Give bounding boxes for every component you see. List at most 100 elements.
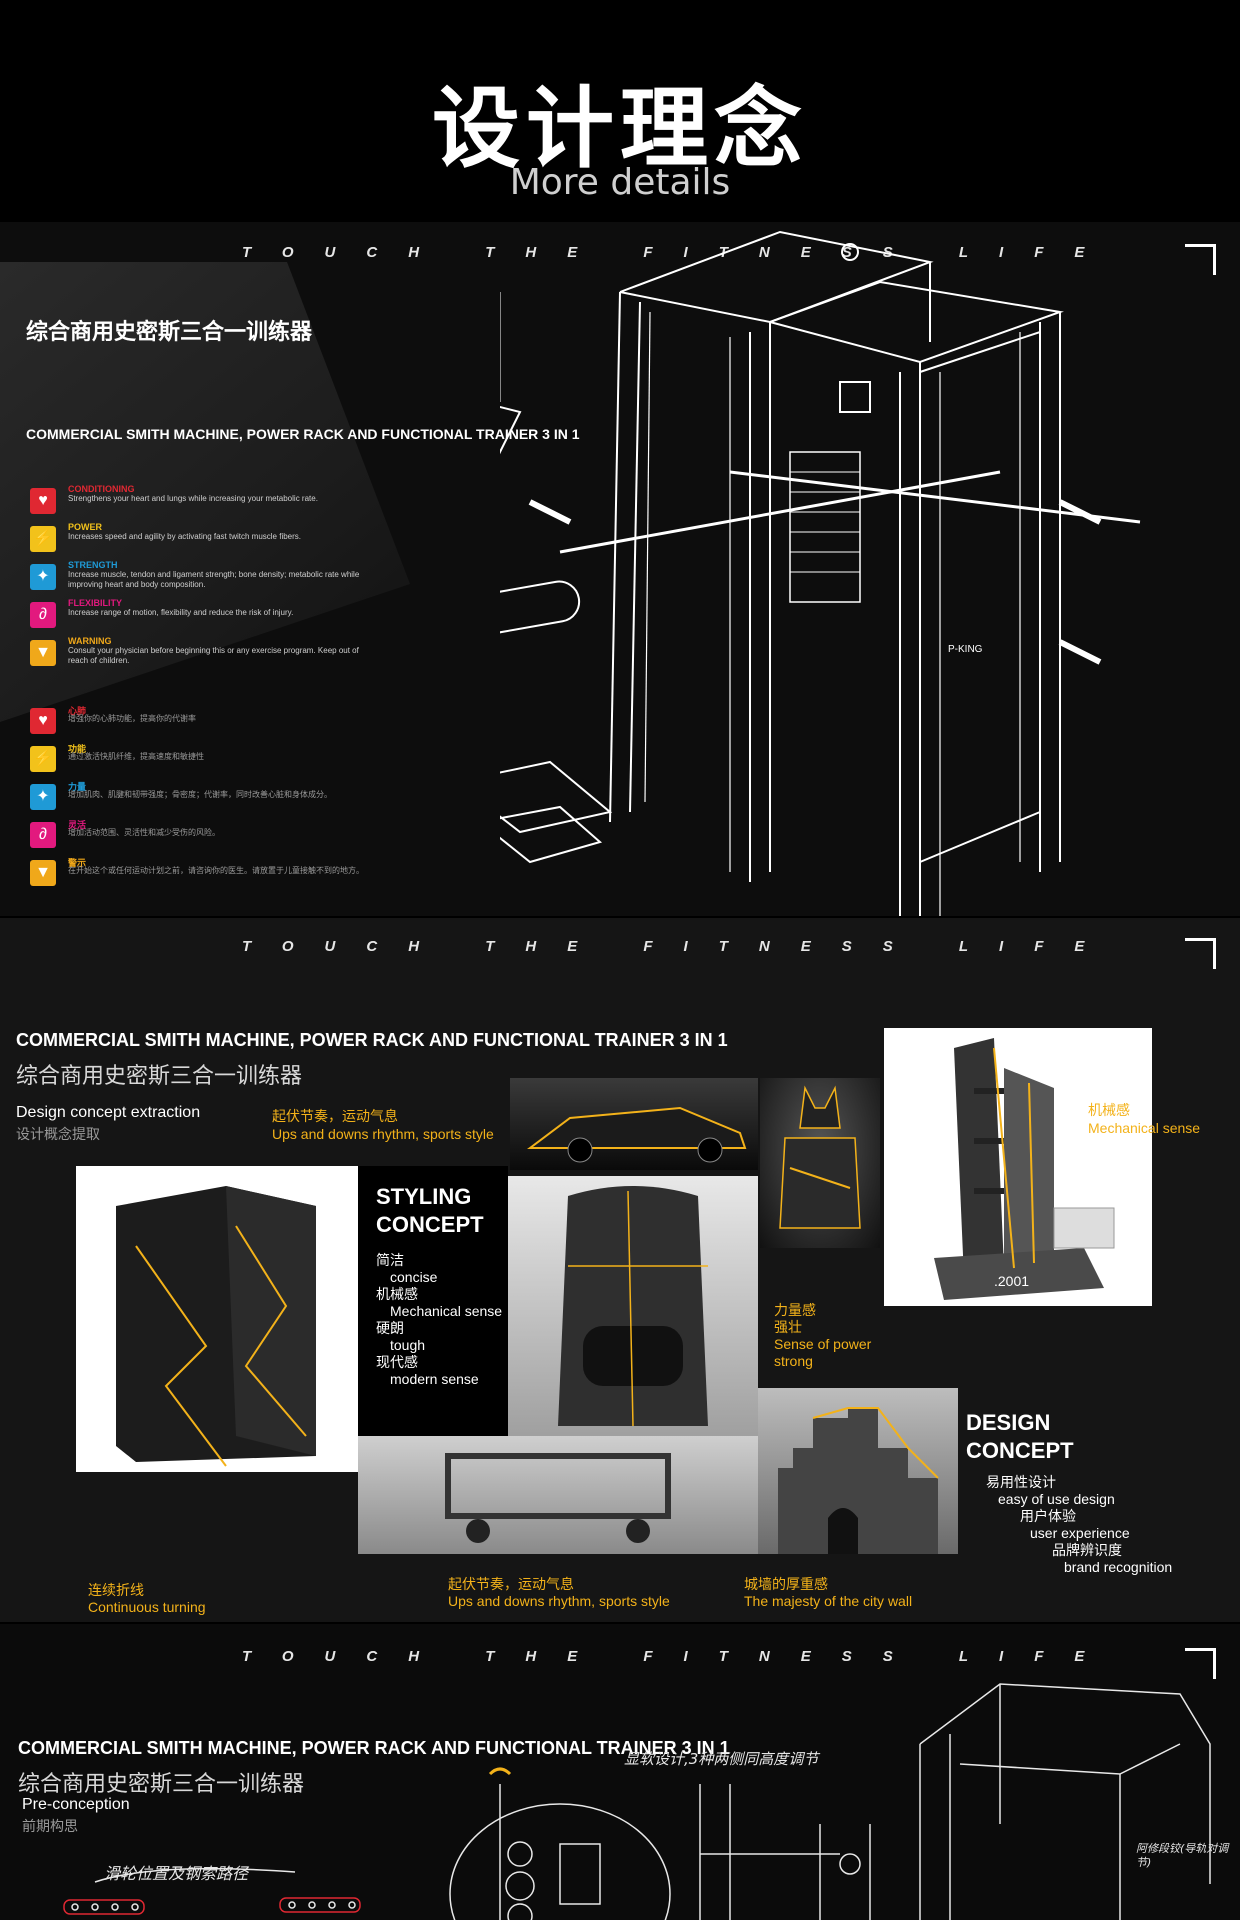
rack-base-image [358,1436,758,1554]
feature-row: ⚡ 功能通过激活快肌纤维，提高速度和敏捷性 [30,742,370,776]
smith-machine-line-drawing: P-KING [500,230,1141,916]
design-item: 用户体验 [1020,1508,1076,1524]
feature-row: ♥ 心肺增强你的心肺功能，提高你的代谢率 [30,704,370,738]
corner-mark [1185,938,1216,969]
section-title-en: Pre-conception [22,1796,130,1813]
sketch-note-top: 显软设计,3种两侧同高度调节 [624,1750,819,1768]
product-title-en: COMMERCIAL SMITH MACHINE, POWER RACK AND… [18,1738,730,1758]
product-title-en: COMMERCIAL SMITH MACHINE, POWER RACK AND… [26,426,580,442]
styling-item: concise [390,1269,438,1285]
sketch-note-right: 阿修段铰(导轨对调节) [1136,1842,1229,1869]
caption-rhythm-en: Ups and downs rhythm, sports style [448,1593,670,1609]
feature-description: Increases speed and agility by activatin… [68,532,301,541]
mechanical-en: Mechanical sense [1088,1120,1201,1136]
smith-machine-photo: .2001 [884,1028,1152,1306]
feature-description: Increase muscle, tendon and ligament str… [68,570,360,589]
strength-icon: ✦ [30,564,56,590]
styling-item: Mechanical sense [390,1303,503,1319]
power-en-2: strong [774,1353,813,1369]
styling-item: 现代感 [376,1354,418,1370]
styling-item: modern sense [390,1371,479,1387]
product-overview-panel: TOUCH THE FITNESS LIFE 综合商用史密斯三合一训练器 COM… [0,222,1240,916]
styling-heading-1: STYLING [376,1184,472,1209]
heart-icon: ♥ [30,488,56,514]
caption-top-en: Ups and downs rhythm, sports style [272,1126,494,1142]
sports-car-sketch [527,1106,747,1163]
product-title-cn: 综合商用史密斯三合一训练器 [26,320,313,345]
feature-name: FLEXIBILITY [68,598,122,608]
warning-icon: ▼ [30,860,56,886]
castle-wall-image [758,1388,958,1554]
sports-car-image [510,1078,758,1170]
feature-description: Increase range of motion, flexibility an… [68,608,294,617]
feature-row: ∂ 灵活增加活动范围、灵活性和减少受伤的风险。 [30,818,370,852]
styling-item: tough [390,1337,426,1353]
feature-name: STRENGTH [68,560,118,570]
design-item: easy of use design [998,1491,1115,1507]
feature-description: 增加活动范围、灵活性和减少受伤的风险。 [68,828,220,837]
brand-plate: P-KING [948,644,983,655]
feature-description: Consult your physician before beginning … [68,646,359,665]
corner-mark [1185,244,1216,275]
feature-description: 通过激活快肌纤维，提高速度和敏捷性 [68,752,204,761]
machine-photo-sketch: .2001 [934,1038,1115,1300]
tagline: TOUCH THE FITNESS LIFE [242,244,1116,261]
page-header: 设计理念 More details [0,0,1240,222]
mechanical-cn: 机械感 [1088,1102,1130,1118]
page-title: 设计理念 [431,77,808,180]
design-item: user experience [1030,1525,1130,1541]
caption-top-cn: 起伏节奏，运动气息 [272,1108,398,1124]
lightning-icon: ⚡ [30,746,56,772]
flexibility-icon: ∂ [30,602,56,628]
pc-case-sketch [116,1186,316,1467]
styling-item: 硬朗 [376,1320,404,1336]
design-item: brand recognition [1064,1559,1173,1575]
caption-turning-en: Continuous turning [88,1599,206,1615]
styling-concept-box: STYLING CONCEPT 简洁 concise 机械感 Mechanica… [358,1166,508,1436]
feature-row: ✦力量增加肌肉、肌腱和韧带强度；骨密度；代谢率，同时改善心脏和身体成分。 [30,780,370,814]
section-title-cn: 设计概念提取 [16,1127,100,1143]
flexibility-icon: ∂ [30,822,56,848]
feature-name: POWER [68,522,103,532]
feature-description: 增强你的心肺功能，提高你的代谢率 [68,714,196,723]
hand-sketch-drawing [63,1683,1211,1920]
design-item: 品牌辨识度 [1052,1542,1122,1558]
caption-turning-cn: 连续折线 [88,1582,144,1598]
feature-name: 力量 [68,782,87,792]
pre-conception-panel: TOUCH THE FITNESS LIFE COMMERCIAL SMITH … [0,1624,1240,1920]
warning-icon: ▼ [30,640,56,666]
feature-name: 功能 [68,744,87,754]
product-render-sketch [558,1186,708,1427]
feature-name: CONDITIONING [68,484,135,494]
power-cn-2: 强壮 [774,1319,802,1335]
feature-name: WARNING [68,636,112,646]
pc-case-image [76,1166,358,1472]
strength-icon: ✦ [30,784,56,810]
feature-description: Strengthens your heart and lungs while i… [68,494,318,503]
corner-mark [1185,1648,1216,1679]
feature-description: 在开始这个或任何运动计划之前，请咨询你的医生。请放置于儿童接触不到的地方。 [68,866,364,875]
power-en-1: Sense of power [774,1336,872,1352]
design-item: 易用性设计 [986,1474,1056,1490]
product-title-cn: 综合商用史密斯三合一训练器 [18,1772,305,1797]
feature-row: ▼警示在开始这个或任何运动计划之前，请咨询你的医生。请放置于儿童接触不到的地方。 [30,856,370,890]
design-heading-2: CONCEPT [966,1438,1074,1463]
tagline: TOUCH THE FITNESS LIFE [242,938,1116,955]
product-title-en: COMMERCIAL SMITH MACHINE, POWER RACK AND… [16,1030,728,1050]
design-heading-1: DESIGN [966,1410,1051,1435]
tagline: TOUCH THE FITNESS LIFE [242,1648,1116,1665]
section-title-cn: 前期构思 [22,1819,78,1835]
product-title-cn: 综合商用史密斯三合一训练器 [16,1064,303,1089]
caption-wall-cn: 城墙的厚重感 [744,1576,828,1592]
caption-wall-en: The majesty of the city wall [744,1593,913,1609]
section-title-en: Design concept extraction [16,1104,201,1121]
heart-icon: ♥ [30,708,56,734]
feature-name: 灵活 [68,820,87,830]
castle-wall-sketch [778,1407,939,1554]
feature-name: 心肺 [68,706,87,716]
